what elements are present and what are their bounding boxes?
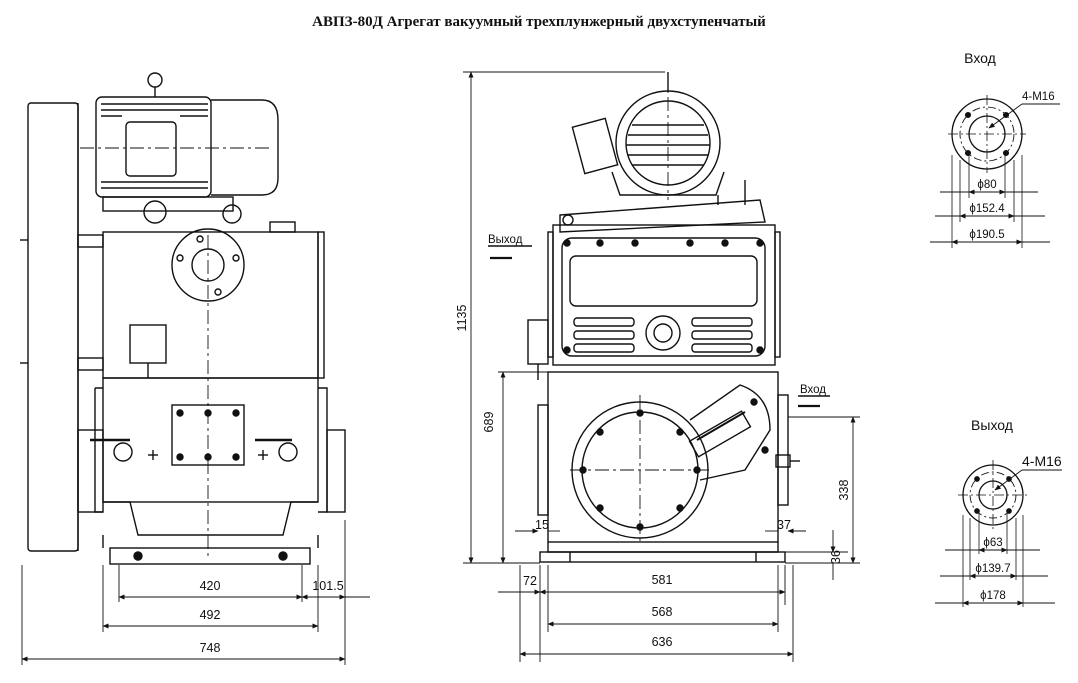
- drawing-title: АВПЗ-80Д Агрегат вакуумный трехплунжерны…: [312, 14, 766, 30]
- dim-72: 72: [523, 574, 537, 588]
- outlet-d1: ϕ63: [983, 537, 1002, 549]
- side-view: [527, 72, 800, 563]
- side-valve-block: [527, 319, 549, 365]
- outlet-d2: ϕ139.7: [975, 563, 1010, 575]
- inlet-bolts: 4-M16: [1022, 91, 1055, 103]
- dim-492: 492: [200, 608, 221, 622]
- inlet-d1: ϕ80: [977, 179, 996, 191]
- dim-101-5: 101.5: [312, 579, 343, 593]
- dim-37: 37: [777, 518, 791, 532]
- terminal-box: [571, 117, 619, 175]
- inlet-flange-title: Вход: [964, 50, 996, 66]
- motor-end-view: [571, 72, 725, 200]
- side-base: [539, 551, 786, 563]
- valve-block: [129, 324, 167, 364]
- outlet-flange-title: Выход: [971, 417, 1013, 433]
- dim-636: 636: [652, 635, 673, 649]
- dim-36: 36: [829, 550, 843, 564]
- side-upper-housing: [527, 224, 781, 380]
- base-frame: [109, 547, 311, 565]
- side-lower-housing: [537, 371, 800, 563]
- outlet-bolts: 4-M16: [1022, 453, 1062, 469]
- pump-upper-body: [102, 221, 325, 379]
- side-dimensions: [463, 71, 860, 662]
- front-view: [20, 72, 346, 565]
- dim-420: 420: [200, 579, 221, 593]
- flywheel: [27, 102, 79, 552]
- dim-338: 338: [837, 480, 851, 501]
- dim-581: 581: [652, 573, 673, 587]
- inlet-flange: [930, 95, 1060, 248]
- outlet-flange: [935, 460, 1062, 607]
- outlet-d3: ϕ178: [980, 590, 1006, 602]
- front-dimensions: [21, 520, 370, 665]
- dim-689: 689: [482, 412, 496, 433]
- motor: [80, 72, 279, 224]
- dim-568: 568: [652, 605, 673, 619]
- side-outlet-label: Выход: [488, 234, 523, 246]
- dim-1135: 1135: [455, 305, 469, 332]
- inlet-d2: ϕ152.4: [969, 203, 1005, 215]
- pump-lower-body: [77, 377, 346, 565]
- dim-15: 15: [535, 518, 549, 532]
- inlet-d3: ϕ190.5: [969, 229, 1004, 241]
- dim-748: 748: [200, 641, 221, 655]
- side-inlet-label: Вход: [800, 384, 826, 396]
